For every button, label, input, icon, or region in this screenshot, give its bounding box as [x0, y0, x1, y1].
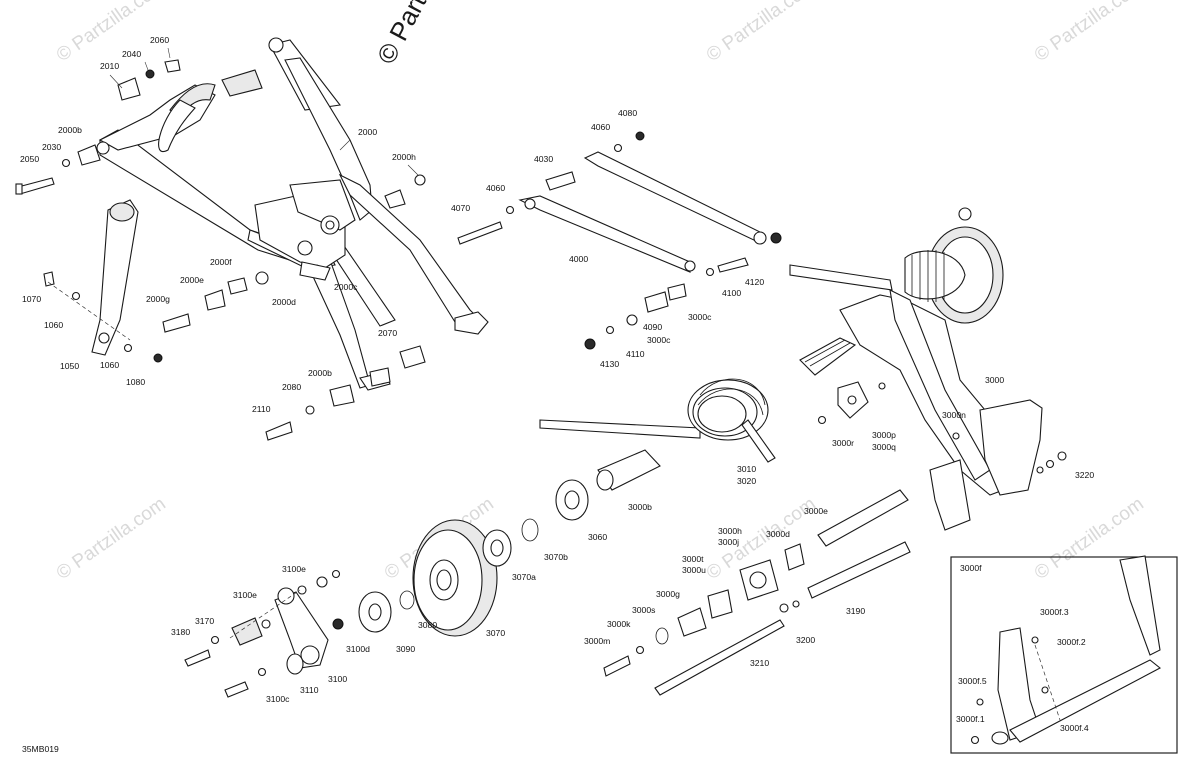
label-2060: 2060 [150, 35, 169, 45]
label-3000g: 3000g [656, 589, 680, 599]
label-3000r: 3000r [832, 438, 854, 448]
label-3210: 3210 [750, 658, 769, 668]
label-2110: 2110 [252, 404, 271, 414]
watermark-text: © Partzilla.com [703, 0, 820, 66]
torsion-spring-3010 [539, 378, 776, 463]
label-3000f2: 3000f.2 [1057, 637, 1086, 647]
label-1060: 1060 [44, 320, 63, 330]
label-3000f1: 3000f.1 [956, 714, 985, 724]
label-3060: 3060 [588, 532, 607, 542]
label-2000: 2000 [358, 127, 377, 137]
label-3010: 3010 [737, 464, 756, 474]
label-3000m: 3000m [584, 636, 610, 646]
label-3110: 3110 [300, 685, 319, 695]
label-3200: 3200 [796, 635, 815, 645]
label-3000n: 3000n [942, 410, 966, 420]
part-labels: 2060 2040 2010 2000b 2030 2050 2000 2000… [20, 35, 1094, 754]
label-3070: 3070 [486, 628, 505, 638]
label-3000c-lower: 3000c [647, 335, 671, 345]
label-3000f4: 3000f.4 [1060, 723, 1089, 733]
tubes-and-shafts [596, 449, 911, 696]
inset-3000f [950, 555, 1178, 754]
label-1070: 1070 [22, 294, 41, 304]
label-2070: 2070 [378, 328, 397, 338]
label-4000: 4000 [569, 254, 588, 264]
label-2050: 2050 [20, 154, 39, 164]
bearing-block-3000h [603, 543, 805, 677]
label-3000f3: 3000f.3 [1040, 607, 1069, 617]
label-4060: 4060 [591, 122, 610, 132]
label-3090: 3090 [396, 644, 415, 654]
diagram-code: 35MB019 [22, 744, 59, 754]
label-2030: 2030 [42, 142, 61, 152]
label-2010: 2010 [100, 61, 119, 71]
rear-frame-3000 [789, 207, 1067, 531]
label-4130: 4130 [600, 359, 619, 369]
label-3220: 3220 [1075, 470, 1094, 480]
label-1060-lower: 1060 [100, 360, 119, 370]
label-2000e: 2000e [180, 275, 204, 285]
label-4100: 4100 [722, 288, 741, 298]
label-1050: 1050 [60, 361, 79, 371]
link-rods-4000 [457, 131, 782, 350]
label-3000k: 3000k [607, 619, 631, 629]
label-3180: 3180 [171, 627, 190, 637]
label-2000b: 2000b [58, 125, 82, 135]
label-4090: 4090 [643, 322, 662, 332]
label-3070a: 3070a [512, 572, 536, 582]
label-3000p: 3000p [872, 430, 896, 440]
lever-1050 [43, 199, 163, 363]
label-3100e: 3100e [282, 564, 306, 574]
label-2000f: 2000f [210, 257, 232, 267]
label-4110: 4110 [626, 349, 645, 359]
label-3000b: 3000b [628, 502, 652, 512]
label-2000h: 2000h [392, 152, 416, 162]
label-4120: 4120 [745, 277, 764, 287]
label-2000d: 2000d [272, 297, 296, 307]
label-3000d: 3000d [766, 529, 790, 539]
label-2000b-lower: 2000b [308, 368, 332, 378]
label-3000e: 3000e [804, 506, 828, 516]
label-3020: 3020 [737, 476, 756, 486]
label-4030: 4030 [534, 154, 553, 164]
watermark-text: © Partzilla.com [53, 493, 170, 584]
label-3000s: 3000s [632, 605, 655, 615]
label-3100d: 3100d [346, 644, 370, 654]
label-3000t: 3000t [682, 554, 704, 564]
label-3080: 3080 [418, 620, 437, 630]
label-4060-lower: 4060 [486, 183, 505, 193]
label-3100: 3100 [328, 674, 347, 684]
label-4080: 4080 [618, 108, 637, 118]
label-3000c: 3000c [688, 312, 712, 322]
watermark-text: © Partzilla.com [53, 0, 170, 66]
label-2040: 2040 [122, 49, 141, 59]
label-3070b: 3070b [544, 552, 568, 562]
label-3000: 3000 [985, 375, 1004, 385]
label-3100e-lower: 3100e [233, 590, 257, 600]
label-3000h: 3000h [718, 526, 742, 536]
label-2080: 2080 [282, 382, 301, 392]
label-3190: 3190 [846, 606, 865, 616]
label-2000g: 2000g [146, 294, 170, 304]
label-3000j: 3000j [718, 537, 739, 547]
label-1080: 1080 [126, 377, 145, 387]
watermark-main: © Partzilla [371, 0, 454, 69]
label-4070: 4070 [451, 203, 470, 213]
label-3100c: 3100c [266, 694, 290, 704]
label-3000f5: 3000f.5 [958, 676, 987, 686]
label-3000q: 3000q [872, 442, 896, 452]
label-3000u: 3000u [682, 565, 706, 575]
watermark-text: © Partzilla.com [1031, 0, 1148, 66]
label-3170: 3170 [195, 616, 214, 626]
arm-3100 [184, 569, 344, 698]
label-2000c: 2000c [334, 282, 358, 292]
idler-wheel-3070 [358, 479, 589, 637]
label-3000f: 3000f [960, 563, 982, 573]
front-arm-2000 [15, 37, 489, 441]
